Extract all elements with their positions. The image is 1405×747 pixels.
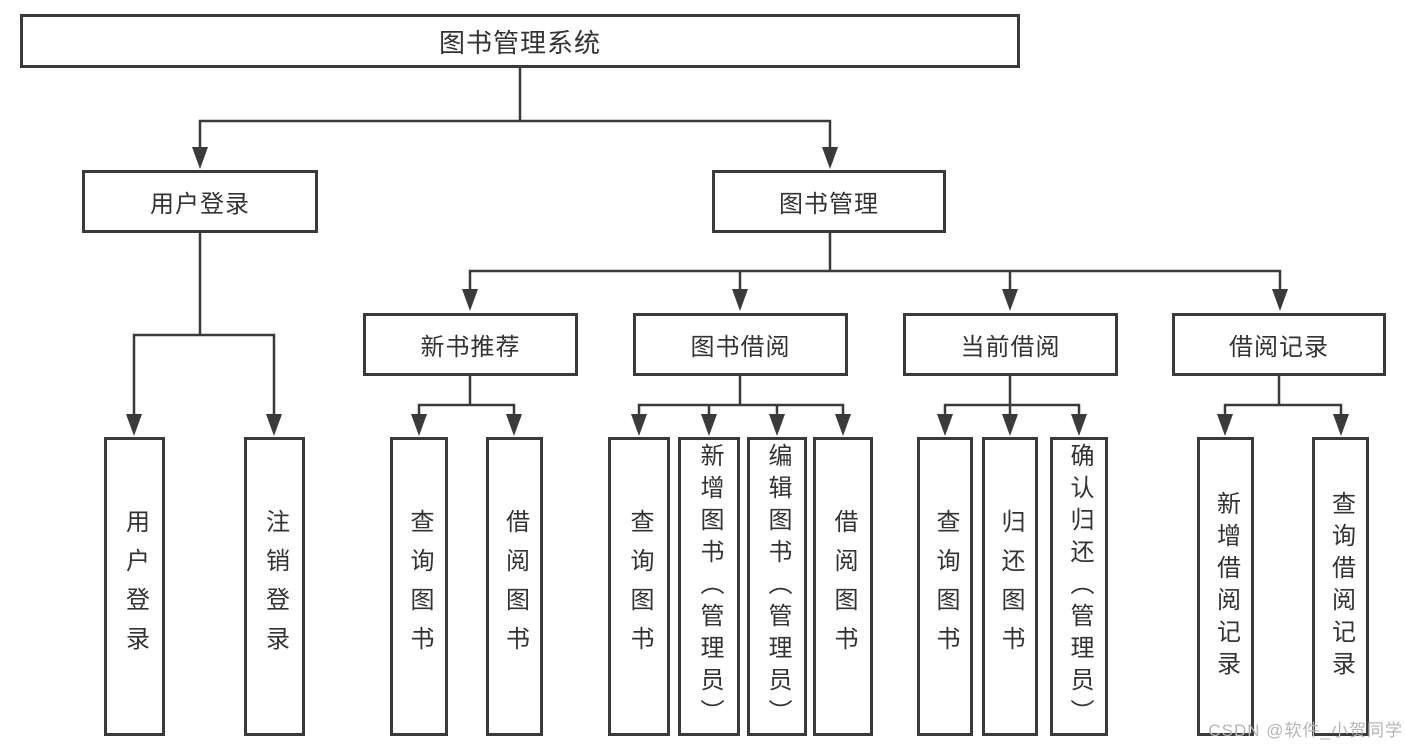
node-new-book-recommend-label: 新书推荐 <box>420 334 521 361</box>
arrowheads <box>126 147 1349 436</box>
leaf-confirm-return-admin: 确认归还（管理员） <box>1050 437 1108 736</box>
node-borrow-records: 借阅记录 <box>1172 313 1386 376</box>
leaf-add-borrow-record-label: 新增借阅记录 <box>1212 490 1240 683</box>
leaf-borrow-books-2: 借阅图书 <box>813 437 873 736</box>
leaf-confirm-return-admin-label: 确认归还（管理员） <box>1066 442 1093 731</box>
connectors-level3-children <box>417 376 1343 417</box>
connectors-root-to-level2 <box>198 68 832 150</box>
leaf-logout: 注销登录 <box>244 437 305 736</box>
node-borrow-records-label: 借阅记录 <box>1229 334 1329 361</box>
node-book-management: 图书管理 <box>712 170 946 233</box>
leaf-query-books-2: 查询图书 <box>608 437 670 736</box>
leaf-query-books-3: 查询图书 <box>917 437 973 736</box>
node-book-borrow: 图书借阅 <box>633 313 848 376</box>
leaf-return-books: 归还图书 <box>982 437 1038 736</box>
leaf-user-login: 用户登录 <box>104 437 165 736</box>
leaf-query-books-3-label: 查询图书 <box>932 508 959 665</box>
node-current-borrow-label: 当前借阅 <box>960 334 1061 361</box>
leaf-query-books-1: 查询图书 <box>390 437 448 736</box>
leaf-query-borrow-record-label: 查询借阅记录 <box>1327 490 1355 683</box>
leaf-edit-books-admin-label: 编辑图书（管理员） <box>764 442 791 731</box>
node-book-management-label: 图书管理 <box>779 191 879 218</box>
node-library-system-label: 图书管理系统 <box>438 27 601 58</box>
leaf-query-books-2-label: 查询图书 <box>626 508 653 665</box>
csdn-watermark: CSDN @软件_小贺同学 <box>1208 721 1403 740</box>
leaf-add-borrow-record: 新增借阅记录 <box>1197 437 1254 736</box>
node-library-system: 图书管理系统 <box>20 14 1020 68</box>
leaf-borrow-books-1-label: 借阅图书 <box>501 508 529 665</box>
leaf-add-books-admin: 新增图书（管理员） <box>678 437 740 736</box>
node-book-borrow-label: 图书借阅 <box>690 334 791 361</box>
leaf-borrow-books-2-label: 借阅图书 <box>830 508 857 665</box>
node-new-book-recommend: 新书推荐 <box>363 313 578 376</box>
node-current-borrow: 当前借阅 <box>903 313 1118 376</box>
leaf-edit-books-admin: 编辑图书（管理员） <box>747 437 807 736</box>
leaf-return-books-label: 归还图书 <box>997 508 1024 665</box>
leaf-borrow-books-1: 借阅图书 <box>486 437 543 736</box>
connectors-userlogin-children <box>132 233 276 416</box>
leaf-query-books-1-label: 查询图书 <box>406 508 433 665</box>
node-user-login-label: 用户登录 <box>150 191 250 218</box>
node-user-login: 用户登录 <box>82 170 318 233</box>
leaf-query-borrow-record: 查询借阅记录 <box>1312 437 1369 736</box>
leaf-user-login-label: 用户登录 <box>121 508 149 665</box>
connectors-bookmgmt-children <box>468 233 1282 292</box>
leaf-add-books-admin-label: 新增图书（管理员） <box>696 442 723 731</box>
leaf-logout-label: 注销登录 <box>261 508 289 665</box>
